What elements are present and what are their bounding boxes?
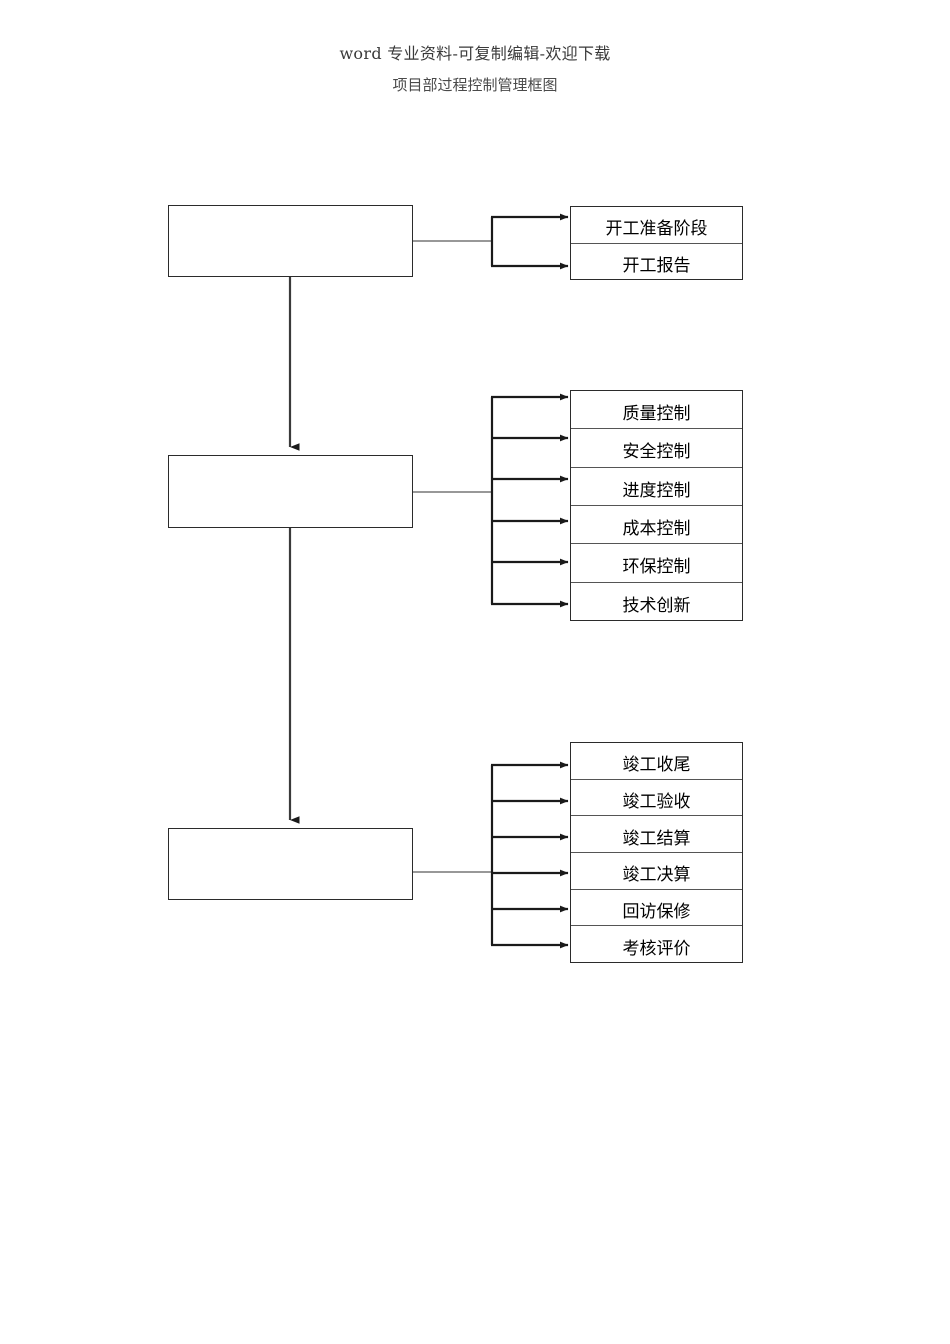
item-cell-竣工验收[interactable]: 竣工验收 bbox=[571, 779, 742, 817]
item-label: 技术创新 bbox=[622, 595, 691, 616]
item-cell-竣工结算[interactable]: 竣工结算 bbox=[571, 816, 742, 854]
item-cell-竣工决算[interactable]: 竣工决算 bbox=[571, 853, 742, 890]
item-cell-开工报告[interactable]: 开工报告 bbox=[571, 243, 742, 279]
item-label: 竣工决算 bbox=[622, 865, 691, 886]
item-label: 竣工收尾 bbox=[622, 755, 691, 776]
item-stack-stage-1: 开工准备阶段 开工报告 bbox=[570, 206, 743, 280]
item-stack-stage-3: 竣工收尾 竣工验收 竣工结算 竣工决算 回访保修 考核评价 bbox=[570, 742, 743, 963]
item-label: 环保控制 bbox=[622, 557, 691, 578]
item-label: 成本控制 bbox=[622, 519, 691, 540]
item-label: 考核评价 bbox=[622, 938, 691, 959]
item-cell-开工准备阶段[interactable]: 开工准备阶段 bbox=[571, 207, 742, 244]
item-cell-环保控制[interactable]: 环保控制 bbox=[571, 544, 742, 583]
page-watermark-header: word 专业资料-可复制编辑-欢迎下载 bbox=[339, 44, 611, 63]
item-stack-stage-2: 质量控制 安全控制 进度控制 成本控制 环保控制 技术创新 bbox=[570, 390, 743, 621]
stage-box-2[interactable] bbox=[168, 455, 413, 528]
item-label: 质量控制 bbox=[622, 404, 691, 425]
item-label: 回访保修 bbox=[622, 902, 691, 923]
item-label: 开工报告 bbox=[622, 255, 691, 276]
stage-box-1[interactable] bbox=[168, 205, 413, 277]
item-cell-质量控制[interactable]: 质量控制 bbox=[571, 391, 742, 430]
item-cell-回访保修[interactable]: 回访保修 bbox=[571, 889, 742, 927]
item-label: 进度控制 bbox=[622, 480, 691, 501]
branch-bracket-stage-3 bbox=[413, 761, 569, 949]
page-title: 项目部过程控制管理框图 bbox=[392, 76, 558, 94]
stage-box-3[interactable] bbox=[168, 828, 413, 900]
item-cell-安全控制[interactable]: 安全控制 bbox=[571, 429, 742, 468]
item-label: 竣工结算 bbox=[622, 828, 691, 849]
item-cell-竣工收尾[interactable]: 竣工收尾 bbox=[571, 743, 742, 780]
item-label: 竣工验收 bbox=[622, 792, 691, 812]
item-cell-考核评价[interactable]: 考核评价 bbox=[571, 926, 742, 963]
branch-bracket-stage-1 bbox=[413, 213, 569, 270]
item-cell-进度控制[interactable]: 进度控制 bbox=[571, 467, 742, 506]
item-cell-技术创新[interactable]: 技术创新 bbox=[571, 582, 742, 620]
item-label: 安全控制 bbox=[622, 442, 691, 463]
item-cell-成本控制[interactable]: 成本控制 bbox=[571, 505, 742, 545]
item-label: 开工准备阶段 bbox=[605, 219, 708, 240]
branch-bracket-stage-2 bbox=[413, 393, 569, 608]
